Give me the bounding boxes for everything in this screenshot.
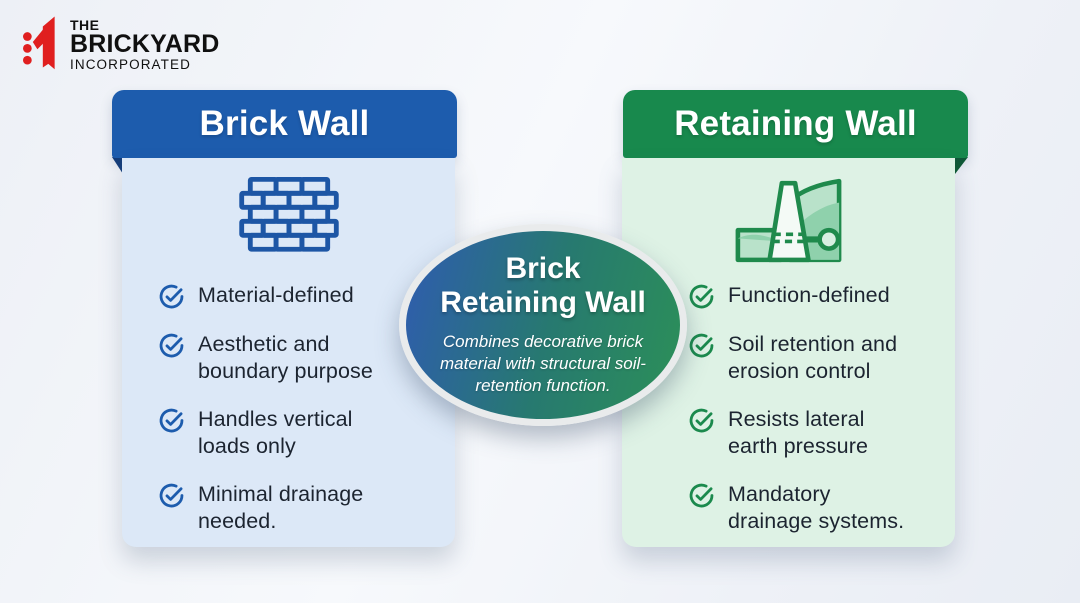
badge-subtitle: Combines decorative brick material with …: [440, 332, 646, 396]
brick-wall-header-fold: [112, 157, 123, 174]
list-item-label: Material-defined: [198, 283, 354, 307]
list-item: Aesthetic and boundary purpose: [158, 331, 455, 385]
check-circle-icon: [158, 332, 185, 359]
brick-wall-card: Material-defined Aesthetic and boundary …: [122, 158, 455, 547]
brick-wall-card-title: Brick Wall: [199, 104, 370, 143]
list-item-label: Handles vertical loads only: [198, 407, 353, 459]
list-item: Resists lateral earth pressure: [688, 406, 955, 460]
list-item: Material-defined: [158, 282, 455, 310]
list-item-label: Soil retention and erosion control: [728, 332, 898, 384]
retaining-wall-card: Function-defined Soil retention and eros…: [622, 158, 955, 547]
badge-title-line2: Retaining Wall: [440, 286, 646, 320]
brick-wall-card-header: Brick Wall: [112, 90, 457, 158]
list-item-label: Resists lateral earth pressure: [728, 407, 869, 459]
retaining-wall-card-title: Retaining Wall: [674, 104, 917, 143]
list-item-label: Function-defined: [728, 283, 890, 307]
check-circle-icon: [688, 482, 715, 509]
brickyard-logo-icon: [20, 12, 62, 77]
list-item-label: Aesthetic and boundary purpose: [198, 332, 373, 384]
list-item-label: Mandatory drainage systems.: [728, 482, 905, 534]
retaining-wall-header-fold: [955, 157, 968, 174]
check-circle-icon: [158, 407, 185, 434]
brick-wall-icon: [122, 158, 455, 266]
brand-name-sub: INCORPORATED: [70, 56, 191, 72]
brand-logo: THE BRICKYARD INCORPORATED: [20, 12, 220, 77]
brand-name-main: BRICKYARD: [70, 30, 220, 58]
list-item: Mandatory drainage systems.: [688, 481, 955, 535]
check-circle-icon: [158, 283, 185, 310]
brand-name-the: THE: [70, 16, 100, 33]
check-circle-icon: [688, 283, 715, 310]
check-circle-icon: [688, 407, 715, 434]
badge-title: Brick Retaining Wall: [440, 252, 646, 320]
list-item: Function-defined: [688, 282, 955, 310]
check-circle-icon: [158, 482, 185, 509]
brick-wall-item-list: Material-defined Aesthetic and boundary …: [122, 282, 455, 535]
retaining-wall-card-header: Retaining Wall: [623, 90, 968, 158]
list-item: Soil retention and erosion control: [688, 331, 955, 385]
list-item: Handles vertical loads only: [158, 406, 455, 460]
list-item-label: Minimal drainage needed.: [198, 482, 364, 534]
badge-title-line1: Brick: [505, 252, 581, 286]
retaining-wall-icon: [622, 158, 955, 266]
retaining-wall-item-list: Function-defined Soil retention and eros…: [622, 282, 955, 535]
check-circle-icon: [688, 332, 715, 359]
list-item: Minimal drainage needed.: [158, 481, 455, 535]
brick-retaining-wall-badge: Brick Retaining Wall Combines decorative…: [399, 224, 687, 426]
